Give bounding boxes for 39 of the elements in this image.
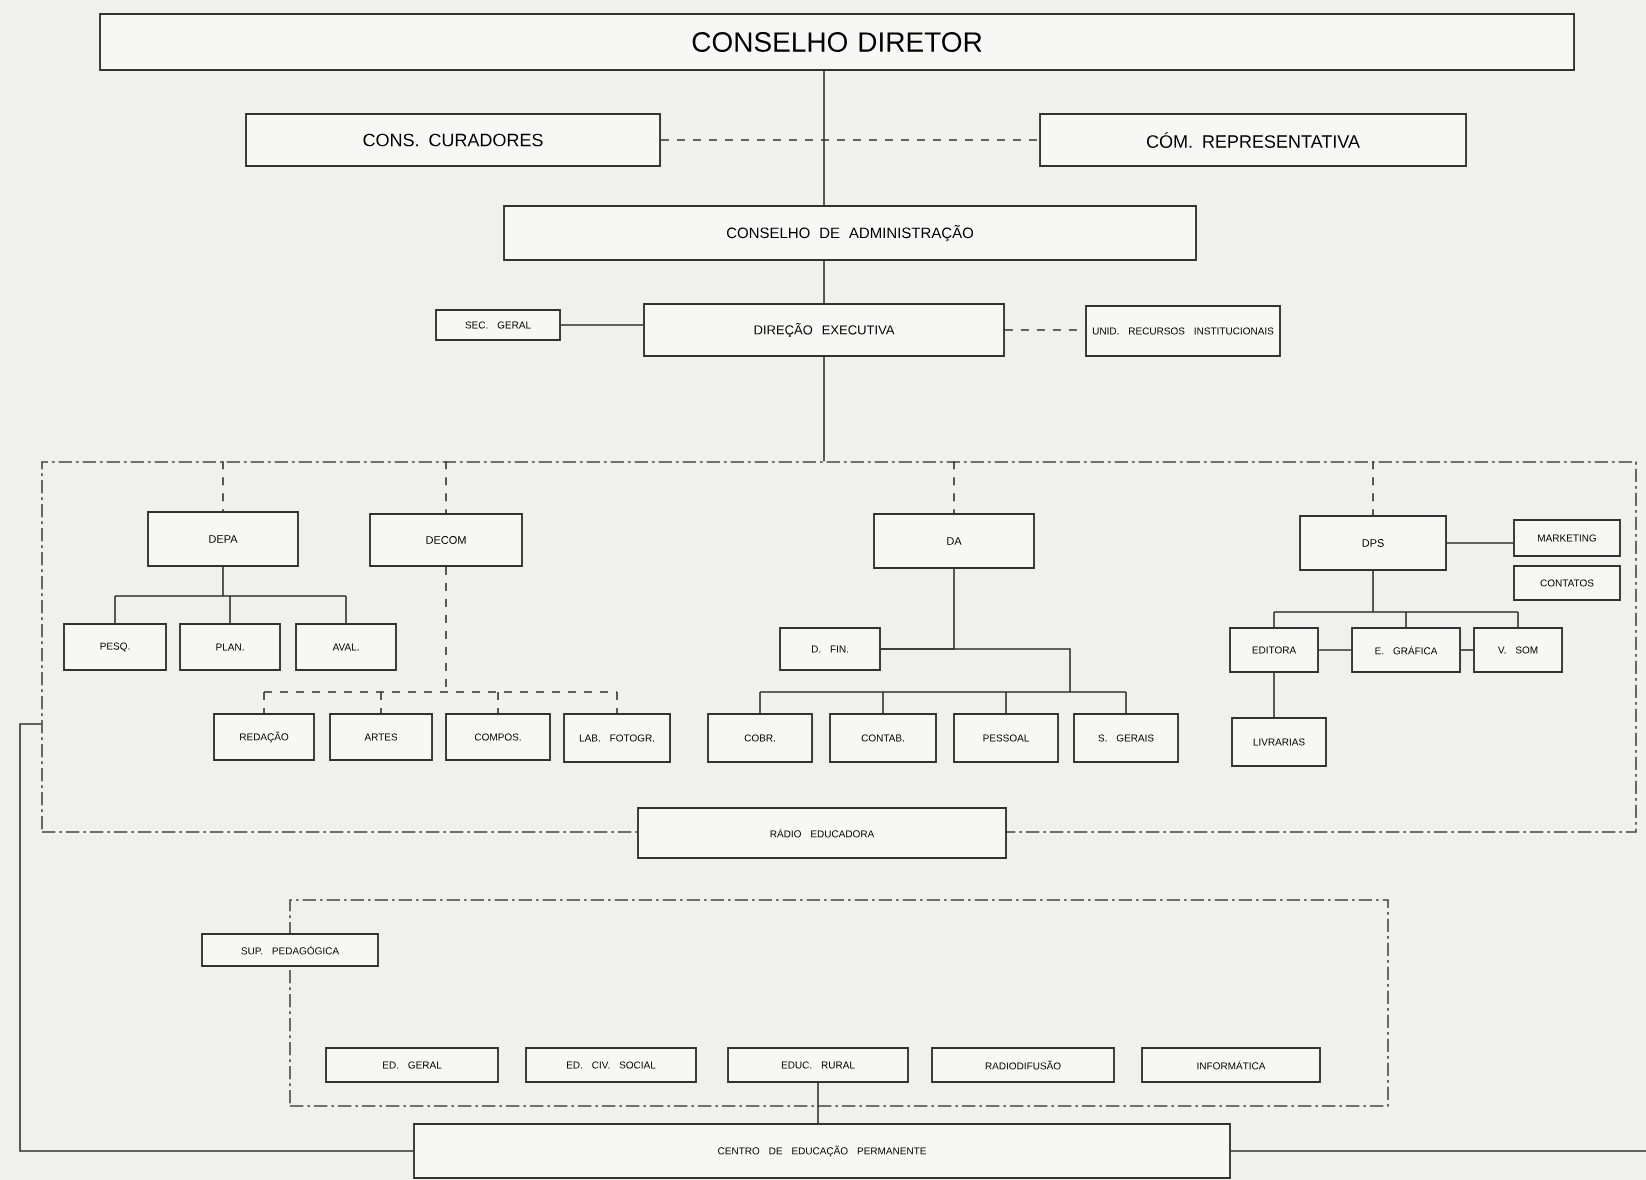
connector-line [114, 595, 116, 624]
connector-line [759, 648, 1127, 693]
connector-line [1273, 672, 1275, 718]
connector-line [616, 691, 618, 714]
connector-line [19, 723, 414, 1152]
connector-line [882, 691, 884, 714]
connector-line [1446, 542, 1514, 544]
connector-line [1273, 570, 1519, 613]
org-box: CONS. CURADORES [245, 113, 661, 167]
connector-line [759, 691, 761, 714]
connector-line [823, 260, 825, 304]
connector-line [660, 139, 1040, 141]
connector-line [1125, 691, 1127, 714]
connector-line [953, 460, 955, 514]
connector-line [1230, 1150, 1646, 1152]
connector-line [817, 1082, 819, 1124]
connector-line [1517, 611, 1519, 628]
connector-line [1005, 691, 1007, 714]
connector-line [229, 595, 231, 624]
connector-line [497, 691, 499, 714]
connector-line [345, 595, 347, 624]
connector-line [114, 566, 347, 597]
connector-line [560, 324, 644, 326]
org-box: CÓM. REPRESENTATIVA [1039, 113, 1467, 167]
connector-line [1405, 611, 1407, 628]
connector-line [880, 568, 955, 650]
connector-line [823, 356, 825, 462]
connector-line [445, 460, 447, 514]
group-frame [41, 461, 1637, 833]
connector-line [263, 566, 618, 693]
connector-line [823, 70, 825, 206]
connector-line [263, 691, 265, 714]
org-box: CONSELHO DIRETOR [99, 13, 1575, 71]
connector-line [1318, 649, 1352, 651]
connector-line [222, 460, 224, 512]
connector-line [1372, 460, 1374, 516]
connector-line [1460, 649, 1474, 651]
connector-line [380, 691, 382, 714]
connector-line [1273, 611, 1275, 628]
